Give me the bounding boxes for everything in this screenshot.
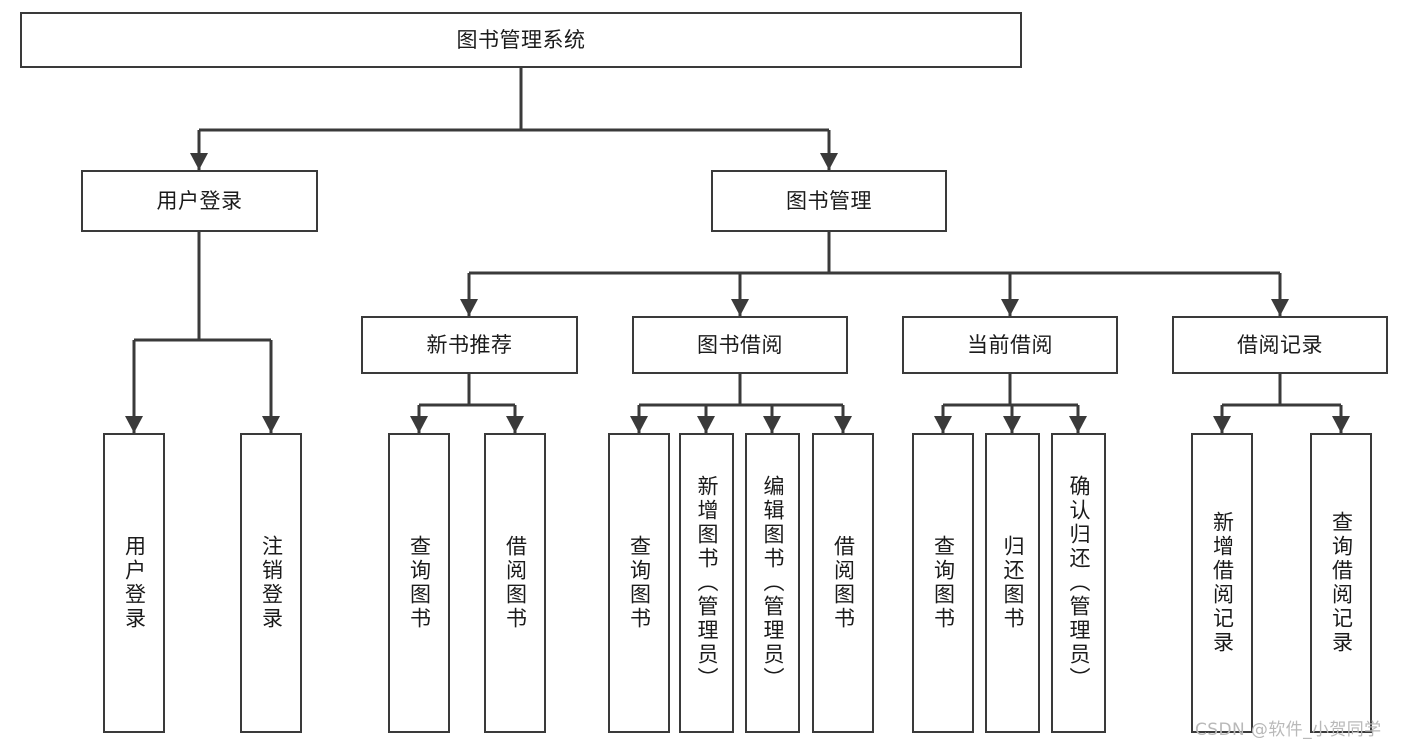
arrow-icon-book-borrow-to-leaves-2 [763, 416, 781, 433]
node-label-leaf_bb_add: 新增图书（管理员） [695, 475, 719, 691]
arrow-icon-user-login-to-leaves-0 [125, 416, 143, 433]
node-borrow_record[interactable]: 借阅记录 [1172, 316, 1388, 374]
arrow-icon-user-login-to-leaves-1 [262, 416, 280, 433]
node-leaf_user_logout[interactable]: 注销登录 [240, 433, 302, 733]
node-leaf_br_add[interactable]: 新增借阅记录 [1191, 433, 1253, 733]
arrow-icon-current-borrow-to-leaves-1 [1003, 416, 1021, 433]
node-label-leaf_br_query: 查询借阅记录 [1329, 511, 1354, 655]
node-leaf_nb_query[interactable]: 查询图书 [388, 433, 450, 733]
node-leaf_bb_edit[interactable]: 编辑图书（管理员） [745, 433, 800, 733]
node-label-user_login: 用户登录 [156, 188, 243, 213]
node-leaf_br_query[interactable]: 查询借阅记录 [1310, 433, 1372, 733]
node-label-root: 图书管理系统 [456, 27, 586, 52]
arrow-icon-new-book-to-leaves-0 [410, 416, 428, 433]
csdn-watermark: CSDN @软件_小贺同学 [1195, 720, 1382, 740]
arrow-icon-book-manage-to-level3-3 [1271, 299, 1289, 316]
node-leaf_cb_return[interactable]: 归还图书 [985, 433, 1040, 733]
node-label-leaf_cb_return: 归还图书 [1001, 535, 1025, 631]
node-book_borrow[interactable]: 图书借阅 [632, 316, 848, 374]
node-label-borrow_record: 借阅记录 [1237, 332, 1323, 357]
arrow-icon-book-manage-to-level3-0 [460, 299, 478, 316]
node-user_login[interactable]: 用户登录 [81, 170, 318, 232]
node-leaf_cb_query[interactable]: 查询图书 [912, 433, 974, 733]
arrow-icon-book-manage-to-level3-1 [731, 299, 749, 316]
node-leaf_bb_query[interactable]: 查询图书 [608, 433, 670, 733]
node-label-leaf_bb_borrow: 借阅图书 [831, 535, 856, 631]
node-book_manage[interactable]: 图书管理 [711, 170, 947, 232]
node-label-leaf_bb_query: 查询图书 [627, 535, 652, 631]
node-label-new_book_rec: 新书推荐 [426, 332, 513, 357]
node-label-leaf_cb_confirm: 确认归还（管理员） [1067, 475, 1091, 691]
node-label-leaf_nb_query: 查询图书 [407, 535, 432, 631]
node-label-book_manage: 图书管理 [786, 188, 872, 213]
node-leaf_nb_borrow[interactable]: 借阅图书 [484, 433, 546, 733]
arrow-icon-root-to-level2-1 [820, 153, 838, 170]
node-current_borrow[interactable]: 当前借阅 [902, 316, 1118, 374]
arrow-icon-book-borrow-to-leaves-1 [697, 416, 715, 433]
arrow-icon-new-book-to-leaves-1 [506, 416, 524, 433]
arrow-icon-book-manage-to-level3-2 [1001, 299, 1019, 316]
node-label-leaf_user_login: 用户登录 [122, 535, 147, 631]
node-label-current_borrow: 当前借阅 [967, 332, 1053, 357]
arrow-icon-borrow-record-to-leaves-1 [1332, 416, 1350, 433]
arrow-icon-book-borrow-to-leaves-3 [834, 416, 852, 433]
node-root[interactable]: 图书管理系统 [20, 12, 1022, 68]
node-label-leaf_bb_edit: 编辑图书（管理员） [761, 475, 785, 691]
arrow-icon-borrow-record-to-leaves-0 [1213, 416, 1231, 433]
node-leaf_bb_borrow[interactable]: 借阅图书 [812, 433, 874, 733]
node-leaf_user_login[interactable]: 用户登录 [103, 433, 165, 733]
node-label-leaf_br_add: 新增借阅记录 [1210, 511, 1235, 655]
arrow-icon-book-borrow-to-leaves-0 [630, 416, 648, 433]
arrow-icon-root-to-level2-0 [190, 153, 208, 170]
node-leaf_cb_confirm[interactable]: 确认归还（管理员） [1051, 433, 1106, 733]
arrow-icon-current-borrow-to-leaves-2 [1069, 416, 1087, 433]
arrow-icon-current-borrow-to-leaves-0 [934, 416, 952, 433]
node-label-leaf_nb_borrow: 借阅图书 [503, 535, 528, 631]
node-leaf_bb_add[interactable]: 新增图书（管理员） [679, 433, 734, 733]
node-new_book_rec[interactable]: 新书推荐 [361, 316, 578, 374]
node-label-book_borrow: 图书借阅 [697, 332, 783, 357]
node-label-leaf_cb_query: 查询图书 [931, 535, 956, 631]
node-label-leaf_user_logout: 注销登录 [259, 535, 284, 631]
